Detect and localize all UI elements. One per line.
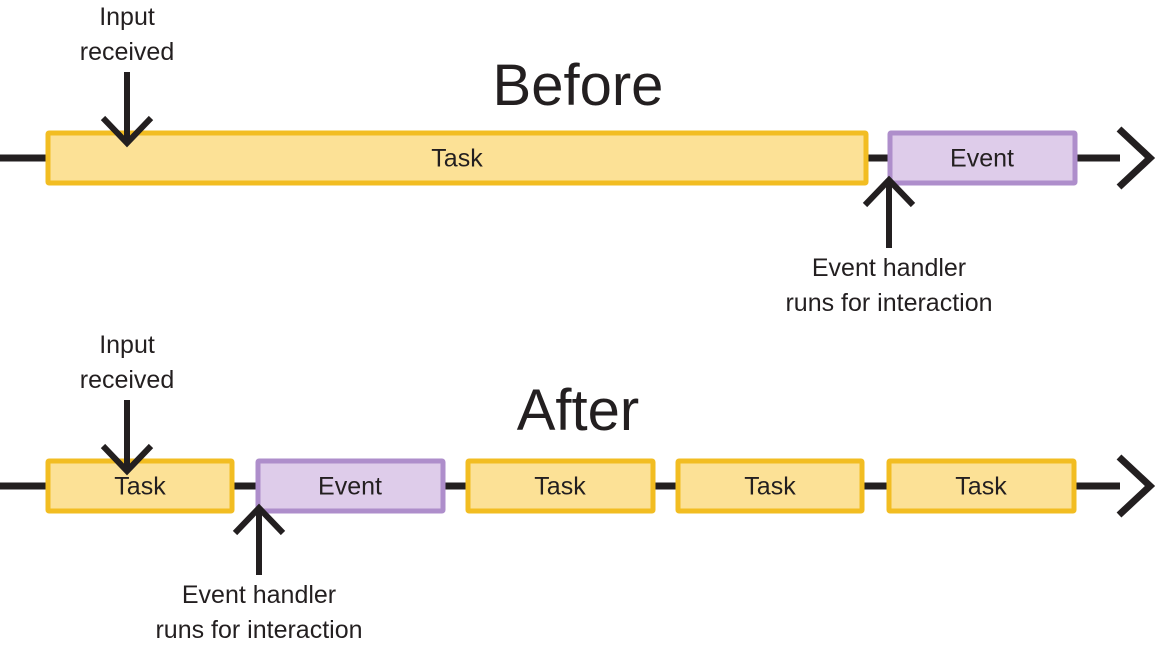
- block-task-after-1: Task: [45, 458, 235, 514]
- event-box-after: [255, 458, 446, 514]
- arrow-up-icon: [232, 503, 286, 536]
- annotation-line-1: Event handler: [182, 581, 336, 609]
- arrow-down-icon: [100, 115, 154, 148]
- block-task-after-3: Task: [675, 458, 865, 514]
- task-box-before: [45, 130, 869, 186]
- event-box-label-after: Event: [318, 473, 382, 501]
- annotation-line-1: Event handler: [812, 254, 966, 282]
- task-box-label-after-1: Task: [114, 473, 166, 501]
- timeline-arrowhead-after: [1116, 454, 1155, 518]
- task-box-label-before: Task: [431, 145, 483, 173]
- task-box-after-2: [465, 458, 656, 514]
- event-box-before: [887, 130, 1078, 186]
- section-after: After Task Event Task Task: [0, 331, 1155, 644]
- annotation-event-handler-before: Event handler runs for interaction: [785, 175, 993, 317]
- arrow-down-icon: [100, 443, 154, 476]
- task-box-label-after-4: Task: [955, 473, 1007, 501]
- block-event-after: Event: [255, 458, 446, 514]
- block-event-before: Event: [887, 130, 1078, 186]
- timeline-arrowhead-before: [1116, 126, 1155, 190]
- event-box-label-before: Event: [950, 145, 1014, 173]
- annotation-line-2: received: [80, 366, 175, 394]
- annotation-input-received-after: Input received: [80, 331, 175, 476]
- task-box-after-3: [675, 458, 865, 514]
- annotation-line-2: runs for interaction: [155, 616, 362, 644]
- annotation-input-received-before: Input received: [80, 3, 175, 148]
- section-title-after: After: [517, 378, 640, 443]
- section-title-before: Before: [493, 53, 664, 118]
- annotation-line-1: Input: [99, 331, 155, 359]
- section-before: Before Task Event Input received: [0, 3, 1155, 317]
- annotation-line-2: received: [80, 38, 175, 66]
- block-task-before: Task: [45, 130, 869, 186]
- block-task-after-4: Task: [886, 458, 1077, 514]
- annotation-event-handler-after: Event handler runs for interaction: [155, 503, 363, 644]
- annotation-line-2: runs for interaction: [785, 289, 992, 317]
- task-box-after-4: [886, 458, 1077, 514]
- annotation-line-1: Input: [99, 3, 155, 31]
- task-box-label-after-2: Task: [534, 473, 586, 501]
- task-box-label-after-3: Task: [744, 473, 796, 501]
- block-task-after-2: Task: [465, 458, 656, 514]
- arrow-up-icon: [862, 175, 916, 208]
